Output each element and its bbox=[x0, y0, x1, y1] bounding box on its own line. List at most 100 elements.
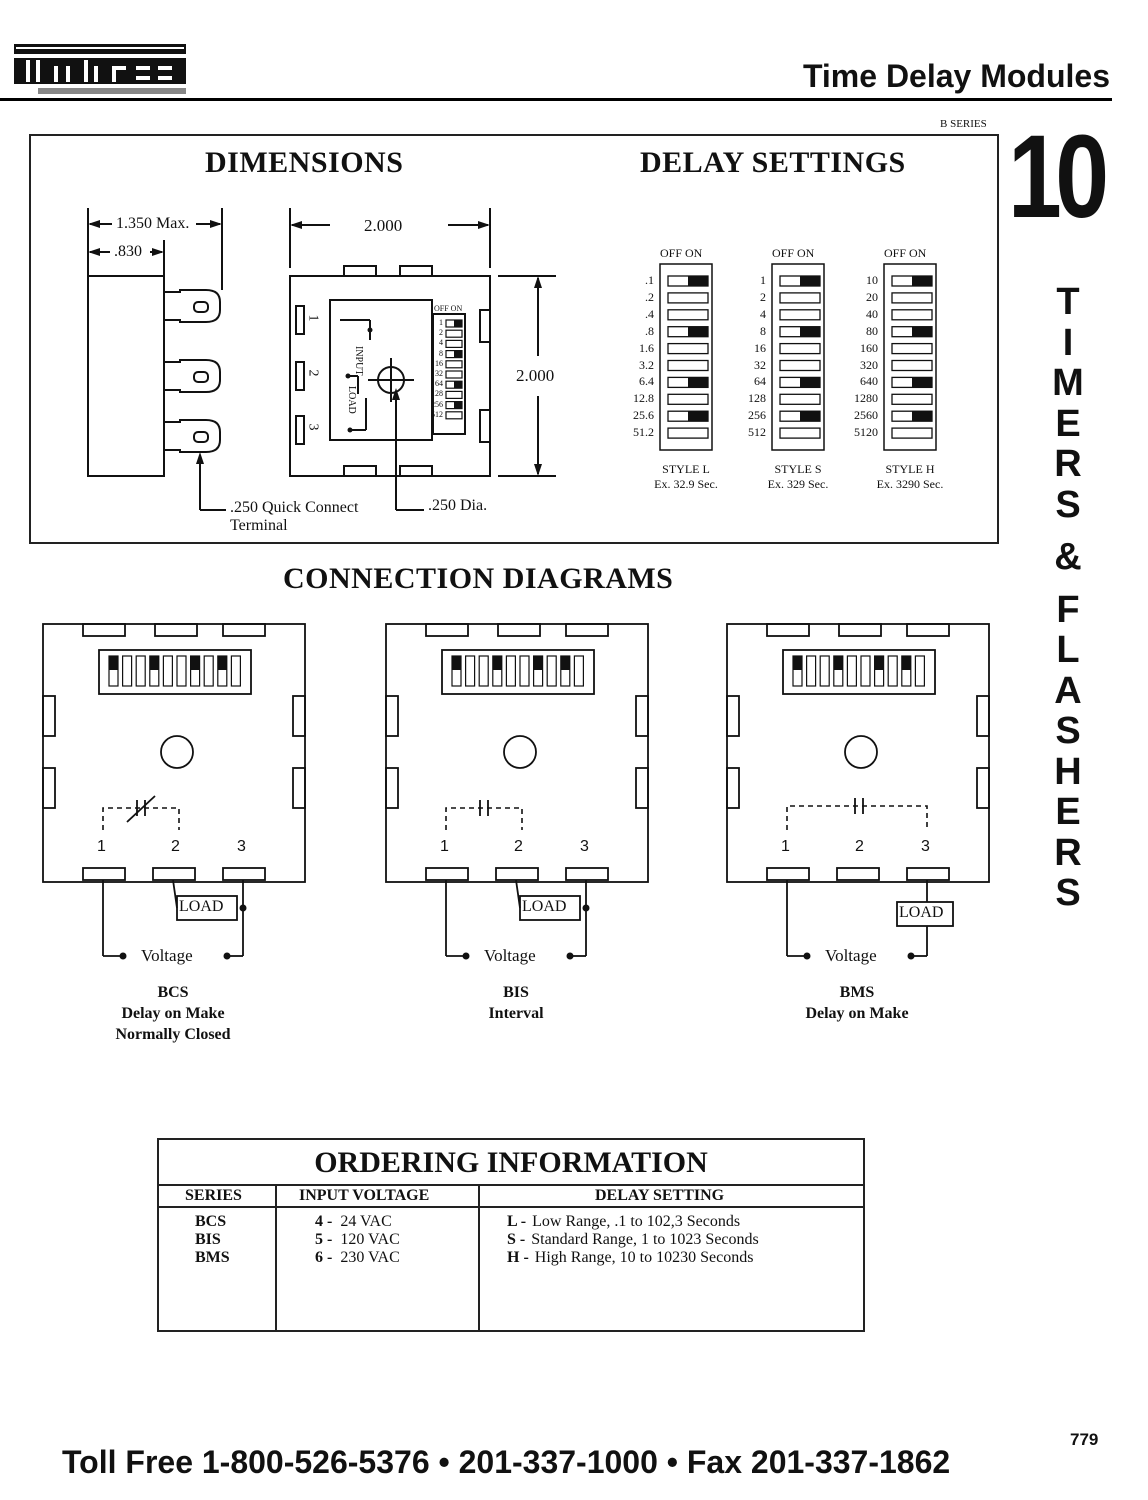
voltage-label: Voltage bbox=[484, 946, 536, 965]
delay-value: 6.4 bbox=[639, 374, 654, 389]
delay-value: 51.2 bbox=[633, 425, 654, 440]
delay-value: 10 bbox=[866, 273, 878, 287]
connection-pin-label: 3 bbox=[921, 838, 930, 855]
delay-value: 128 bbox=[748, 391, 766, 406]
diagram-desc-1: Delay on Make bbox=[805, 1005, 909, 1022]
connection-pin-label: 3 bbox=[237, 838, 246, 855]
side-title-letter: S bbox=[1055, 483, 1081, 526]
connection-pin-label: 1 bbox=[440, 838, 449, 855]
connection-pin-label: 3 bbox=[580, 838, 589, 855]
voltage-label: Voltage bbox=[141, 946, 193, 965]
voltage-value: 120 VAC bbox=[340, 1231, 400, 1248]
terminal-note: .250 Quick Connect Terminal bbox=[230, 499, 358, 535]
delay-value: 12.8 bbox=[633, 391, 654, 406]
side-title-letter: R bbox=[1054, 443, 1082, 485]
dim-switch-value: 2 bbox=[439, 328, 443, 338]
delay-value: 32 bbox=[754, 357, 766, 372]
delay-col-header: OFF ON bbox=[772, 246, 815, 260]
delay-item: S -Standard Range, 1 to 1023 Seconds bbox=[507, 1231, 759, 1249]
delay-value: 512 bbox=[748, 425, 766, 440]
delay-value: 320 bbox=[860, 357, 878, 372]
delay-value: Low Range, .1 to 102,3 Seconds bbox=[532, 1213, 741, 1230]
voltage-code: 5 - bbox=[315, 1231, 333, 1248]
delay-value: 25.6 bbox=[633, 408, 654, 423]
dim-switch-value: 256 bbox=[431, 399, 443, 409]
dim-switch-value: 1 bbox=[439, 318, 443, 327]
delay-value: 3.2 bbox=[639, 357, 654, 372]
col-voltage: INPUT VOLTAGE bbox=[299, 1187, 430, 1204]
side-title-letter: E bbox=[1055, 402, 1081, 445]
delay-value: 16 bbox=[754, 340, 766, 355]
delay-value: .2 bbox=[645, 289, 654, 304]
side-title-letter: T bbox=[1056, 281, 1080, 323]
header-rule bbox=[0, 98, 1112, 101]
specs-panel bbox=[29, 134, 999, 544]
delay-code: S - bbox=[507, 1231, 526, 1248]
diagram-code: BCS bbox=[157, 984, 189, 1001]
side-title-letter: S bbox=[1055, 872, 1081, 914]
delay-value: 64 bbox=[754, 374, 766, 389]
load-label: LOAD bbox=[522, 898, 567, 915]
delay-value: 8 bbox=[760, 323, 766, 338]
dim-switch-value: 8 bbox=[439, 348, 443, 358]
diagram-desc-2: Normally Closed bbox=[115, 1026, 231, 1043]
side-title-letter: & bbox=[1054, 536, 1082, 578]
load-label: LOAD bbox=[179, 898, 224, 915]
ordering-col-divider-2 bbox=[478, 1184, 480, 1332]
dim-switch-value: 16 bbox=[435, 358, 443, 368]
dim-switch-value: 512 bbox=[431, 409, 443, 419]
connection-diagrams-heading: CONNECTION DIAGRAMS bbox=[283, 562, 674, 595]
side-title-letter: R bbox=[1054, 831, 1082, 874]
delay-example: Ex. 3290 Sec. bbox=[876, 477, 944, 491]
delay-value: 2 bbox=[760, 289, 766, 304]
ordering-title-rule bbox=[159, 1184, 863, 1186]
dim-switch-header: OFF ON bbox=[434, 304, 463, 313]
delay-item: H - High Range, 10 to 10230 Seconds bbox=[507, 1249, 759, 1267]
delay-col-header: OFF ON bbox=[660, 246, 703, 260]
dim-pin-label: 3 bbox=[305, 423, 321, 431]
delay-value: 1 bbox=[760, 273, 766, 287]
delay-example: Ex. 329 Sec. bbox=[767, 477, 829, 491]
dim-switch-value: 32 bbox=[435, 369, 443, 378]
ordering-information-table: ORDERING INFORMATION SERIES INPUT VOLTAG… bbox=[157, 1138, 865, 1332]
section-number: 10 bbox=[1008, 111, 1109, 243]
ordering-col-divider-1 bbox=[275, 1184, 277, 1332]
delay-value: 40 bbox=[866, 306, 878, 321]
delay-value: 2560 bbox=[854, 408, 878, 423]
delay-style: STYLE L bbox=[662, 462, 710, 476]
connection-diagram-bcs bbox=[42, 623, 306, 960]
voltage-value: 230 VAC bbox=[340, 1249, 400, 1266]
delay-value: 160 bbox=[860, 340, 878, 355]
delay-value: 256 bbox=[748, 408, 766, 423]
width-max-label: 1.350 Max. bbox=[116, 215, 190, 232]
delay-col-header: OFF ON bbox=[884, 246, 927, 260]
voltage-item: 5 - 120 VAC bbox=[315, 1231, 400, 1249]
side-title-letter: S bbox=[1055, 710, 1081, 752]
side-title-letter: F bbox=[1056, 588, 1080, 631]
delay-value: 80 bbox=[866, 323, 878, 338]
connection-pin-label: 2 bbox=[171, 838, 180, 855]
voltage-item: 4 -24 VAC bbox=[315, 1213, 400, 1231]
dim-pin-label: 1 bbox=[305, 314, 321, 322]
dim-switch-value: 64 bbox=[435, 379, 443, 389]
width-label: 2.000 bbox=[364, 216, 403, 235]
side-title-letter: H bbox=[1054, 750, 1082, 793]
delay-value: 1280 bbox=[854, 391, 878, 406]
voltage-code: 4 - bbox=[315, 1213, 333, 1230]
depth-label: .830 bbox=[114, 243, 142, 260]
delay-style: STYLE H bbox=[885, 462, 935, 476]
col-delay: DELAY SETTING bbox=[595, 1187, 725, 1204]
series-item: BCS bbox=[195, 1213, 227, 1230]
voltage-label: Voltage bbox=[825, 946, 877, 965]
connection-diagram-bis bbox=[385, 623, 649, 960]
delay-value: High Range, 10 to 10230 Seconds bbox=[534, 1249, 754, 1266]
delay-value: .4 bbox=[645, 306, 654, 321]
side-title-letter: L bbox=[1056, 629, 1080, 671]
load-label: LOAD bbox=[346, 386, 357, 414]
delay-code: H - bbox=[507, 1249, 529, 1266]
input-label: INPUT bbox=[353, 346, 364, 376]
